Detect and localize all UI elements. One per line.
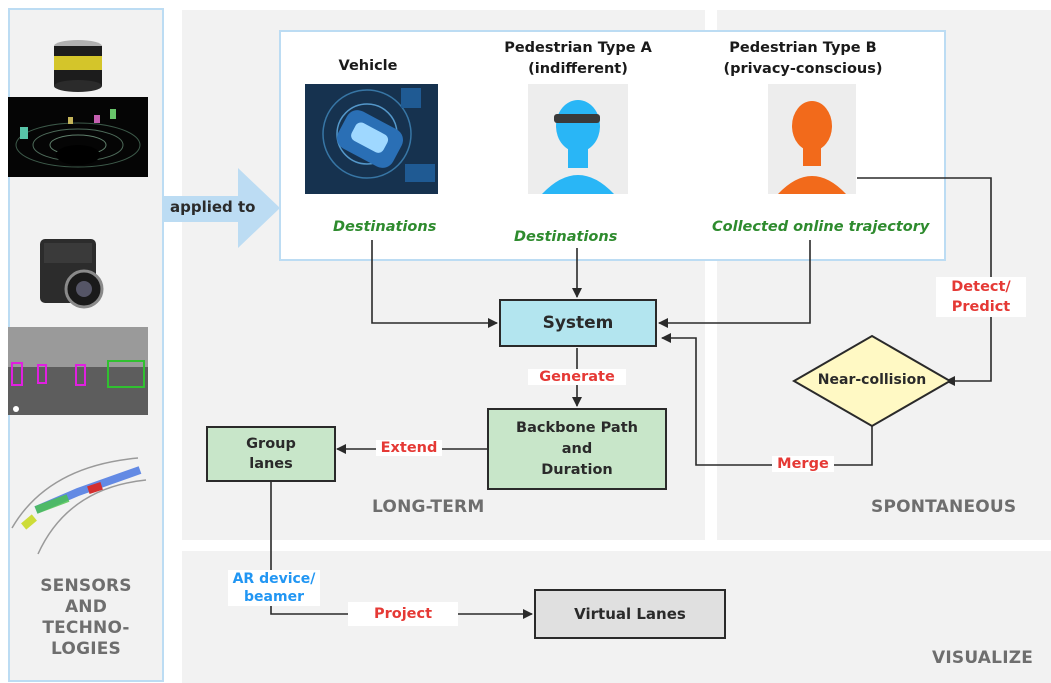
vehicle-trajectory-image xyxy=(8,448,148,558)
group-label-line: lanes xyxy=(249,456,293,472)
camera-sensor-icon xyxy=(8,233,148,317)
sensors-label-line: SENSORS xyxy=(40,576,132,596)
system-node: System xyxy=(499,299,657,347)
ar-device-label: AR device/ beamer xyxy=(228,570,320,606)
virtual-lanes-node: Virtual Lanes xyxy=(534,589,726,639)
ped-b-title-line: Pedestrian Type B xyxy=(729,40,877,56)
visualize-label: VISUALIZE xyxy=(932,648,1034,668)
system-label: System xyxy=(542,313,614,333)
long-term-label: LONG-TERM xyxy=(372,497,485,517)
generate-label: Generate xyxy=(528,369,626,385)
detect-label-line: Detect/ xyxy=(951,279,1011,295)
ped-a-title-line: (indifferent) xyxy=(528,61,628,77)
backbone-label-line: and xyxy=(561,440,593,457)
ped-b-title: Pedestrian Type B (privacy-conscious) xyxy=(703,38,903,80)
ped-b-caption: Collected online trajectory xyxy=(712,219,930,235)
near-collision-label: Near-collision xyxy=(817,372,927,388)
camera-detection-image xyxy=(8,327,148,415)
sensors-label-line: LOGIES xyxy=(50,639,121,659)
ar-label-line: AR device/ xyxy=(232,571,316,587)
spontaneous-label: SPONTANEOUS xyxy=(871,497,1017,517)
vehicle-title-line: Vehicle xyxy=(338,58,398,74)
vehicle-title: Vehicle xyxy=(318,56,418,77)
backbone-path-node: Backbone Path and Duration xyxy=(487,408,667,490)
pedestrian-headset-image xyxy=(528,84,628,194)
ped-b-title-line: (privacy-conscious) xyxy=(723,61,883,77)
group-lanes-node: Group lanes xyxy=(206,426,336,482)
vehicle-caption: Destinations xyxy=(333,219,437,235)
lidar-sensor-icon xyxy=(8,36,148,94)
group-label-line: Group xyxy=(246,436,296,452)
vehicle-image xyxy=(305,84,438,194)
detect-label-line: Predict xyxy=(951,299,1011,315)
sensors-label-line: AND xyxy=(64,597,108,617)
ped-a-title: Pedestrian Type A (indifferent) xyxy=(478,38,678,80)
virtual-lanes-label: Virtual Lanes xyxy=(574,605,686,623)
backbone-label-line: Backbone Path xyxy=(516,419,638,436)
backbone-label-line: Duration xyxy=(541,461,613,478)
ar-label-line: beamer xyxy=(244,589,304,605)
ped-a-caption: Destinations xyxy=(514,229,618,245)
ped-a-title-line: Pedestrian Type A xyxy=(504,40,652,56)
extend-label: Extend xyxy=(376,440,442,456)
sensors-label: SENSORS AND TECHNO- LOGIES xyxy=(8,576,164,660)
applied-to-label: applied to xyxy=(170,198,256,216)
sensors-label-line: TECHNO- xyxy=(42,618,130,638)
lidar-pointcloud-image xyxy=(8,97,148,177)
merge-label: Merge xyxy=(772,456,834,472)
detect-predict-label: Detect/ Predict xyxy=(936,277,1026,317)
pedestrian-plain-image xyxy=(768,84,856,194)
project-label: Project xyxy=(348,602,458,626)
